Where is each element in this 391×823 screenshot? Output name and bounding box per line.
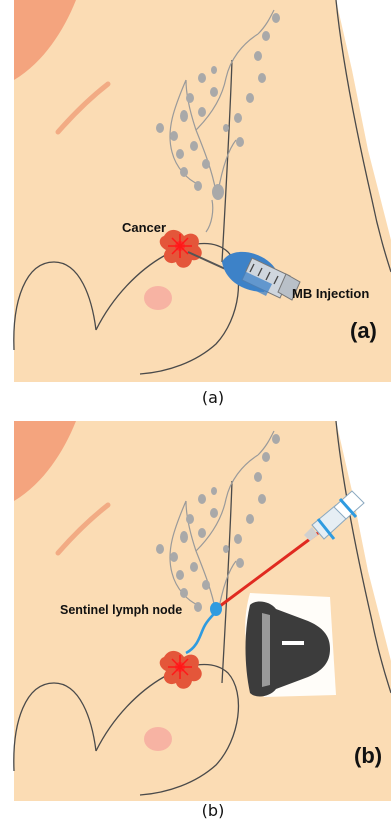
caption-a: (a) (193, 388, 233, 407)
panel-letter-b: (b) (354, 743, 382, 768)
caption-b: (b) (193, 801, 233, 820)
panel-b: Sentinel lymph node (b) (0, 421, 391, 801)
panel-a-illustration: Cancer MB Injection (a) (0, 0, 391, 382)
nipple (144, 286, 172, 310)
skin-background (14, 0, 391, 382)
panel-b-illustration: Sentinel lymph node (b) (0, 421, 391, 801)
nipple (144, 727, 172, 751)
panel-a: Cancer MB Injection (a) (0, 0, 391, 382)
mb-injection-label: MB Injection (292, 286, 369, 301)
cancer-label: Cancer (122, 220, 166, 235)
sentinel-node-marker (210, 602, 222, 616)
sentinel-node-label: Sentinel lymph node (60, 603, 182, 617)
panel-letter-a: (a) (350, 318, 377, 343)
